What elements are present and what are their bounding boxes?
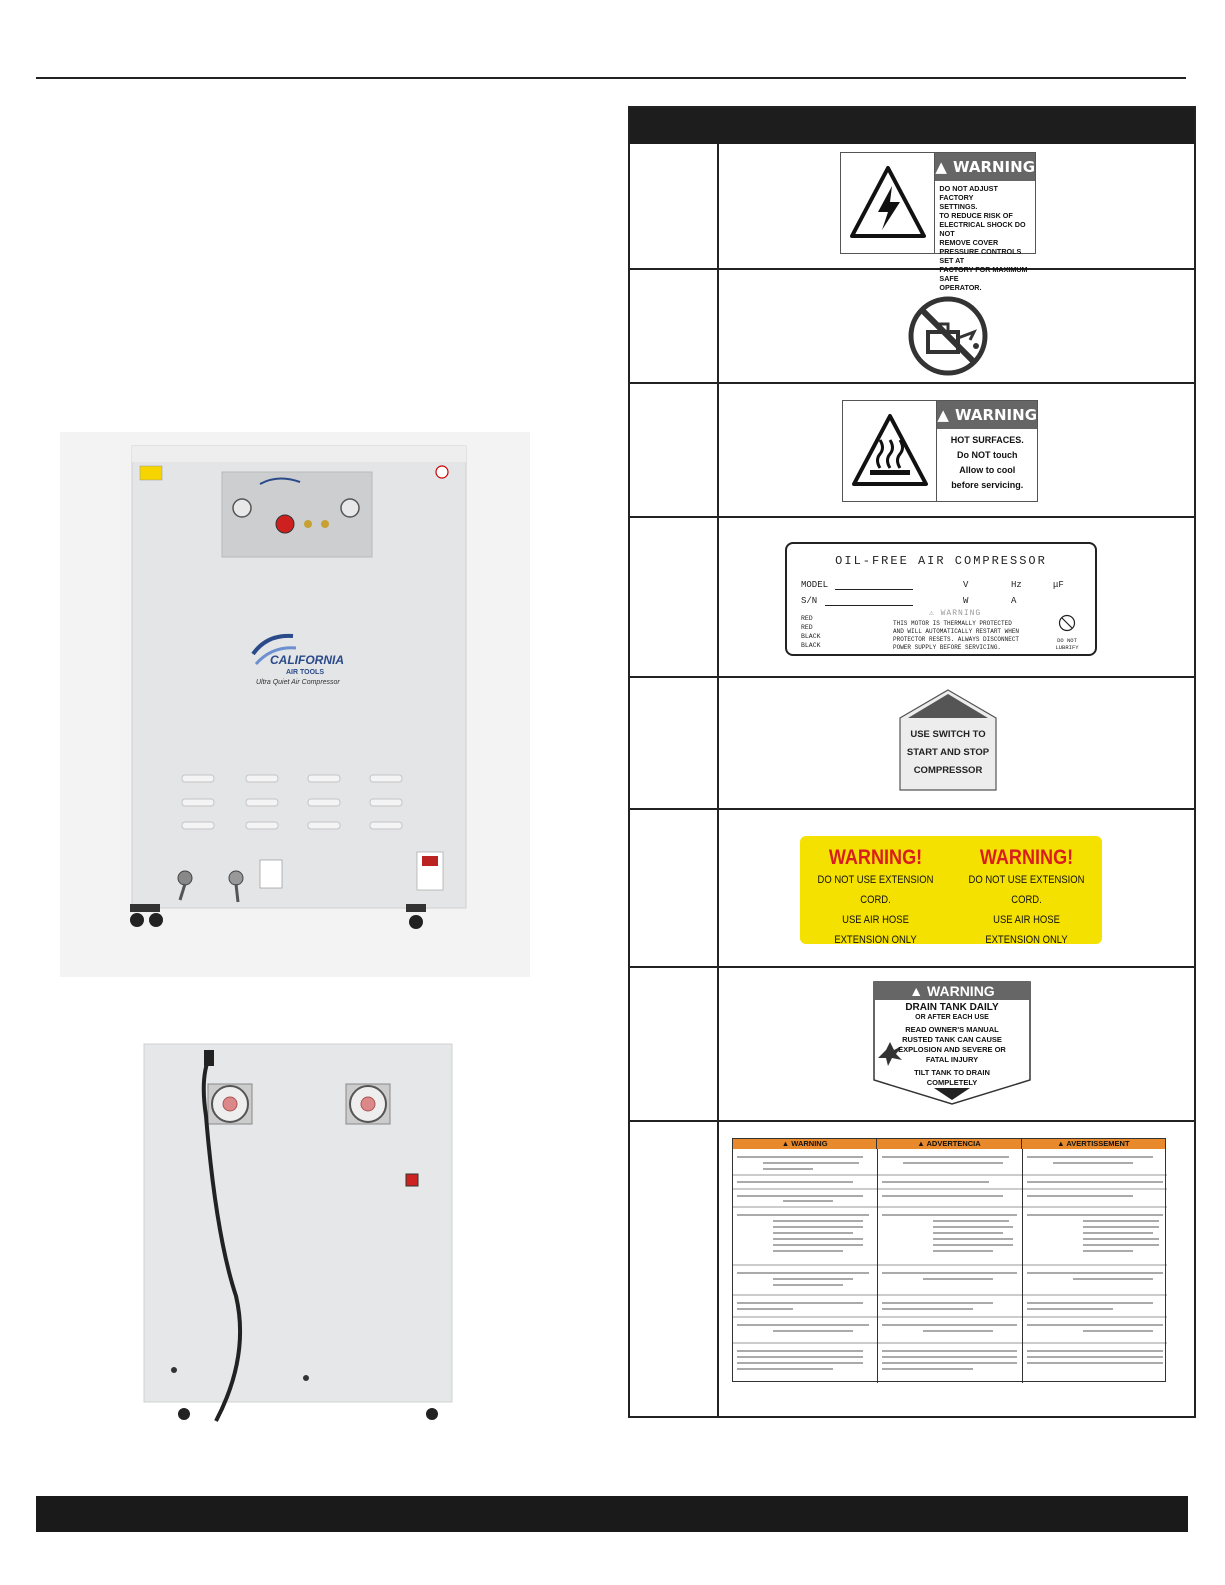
- sn-line: [825, 605, 913, 606]
- drain-line: READ OWNER'S MANUAL: [905, 1025, 999, 1034]
- hot-surface-line: before servicing.: [951, 480, 1024, 490]
- fan-left: [207, 1083, 253, 1125]
- row-divider: [630, 382, 1194, 384]
- wire-label: RED: [801, 615, 813, 622]
- hot-surface-line: Do NOT touch: [956, 450, 1018, 460]
- drain-line: OR AFTER EACH USE: [915, 1014, 989, 1021]
- pressure-warning-heading: ▲WARNING: [935, 153, 1035, 181]
- hot-surface-decal: ▲WARNING HOT SURFACES. Do NOT touch Allo…: [842, 400, 1038, 502]
- switch-line: COMPRESSOR: [913, 765, 983, 776]
- pressure-warning-line: TO REDUCE RISK OF: [939, 211, 1013, 220]
- switch-line: USE SWITCH TO: [910, 729, 986, 740]
- wire-label: BLACK: [801, 633, 821, 640]
- model-line: [835, 589, 913, 590]
- footer-bar: [36, 1496, 1188, 1532]
- table-header: [630, 108, 1194, 144]
- front-product-photo: CALIFORNIA AIR TOOLS Ultra Quiet Air Com…: [60, 432, 530, 977]
- pressure-warning-line: OPERATOR.: [939, 283, 982, 292]
- trilingual-heading-en: ▲ WARNING: [733, 1139, 878, 1149]
- front-brand-name: CALIFORNIA: [270, 653, 344, 667]
- rating-warning-word: ⚠ WARNING: [929, 609, 982, 618]
- extension-heading: WARNING!: [979, 846, 1074, 869]
- rating-plate-title: OIL-FREE AIR COMPRESSOR: [835, 554, 1047, 568]
- hot-surface-icon: [851, 414, 928, 486]
- no-oil-decal: [906, 294, 990, 378]
- drain-line: COMPLETELY: [926, 1078, 978, 1087]
- motor-line: POWER SUPPLY BEFORE SERVICING.: [893, 644, 1002, 651]
- do-not-label: DO NOT: [1057, 637, 1077, 644]
- model-label: MODEL: [801, 580, 829, 590]
- pressure-warning-line: ELECTRICAL SHOCK DO NOT: [939, 220, 1026, 238]
- extension-line: USE AIR HOSE: [993, 914, 1060, 926]
- row-divider: [630, 966, 1194, 968]
- pressure-warning-decal: ▲WARNING DO NOT ADJUST FACTORY SETTINGS.…: [840, 152, 1036, 292]
- pressure-warning-line: REMOVE COVER: [939, 238, 999, 247]
- row-divider: [630, 1120, 1194, 1122]
- safety-label-table: ▲WARNING DO NOT ADJUST FACTORY SETTINGS.…: [628, 106, 1196, 1418]
- lubrify-label: LUBRIFY: [1055, 644, 1079, 651]
- extension-line: EXTENSION ONLY: [985, 934, 1068, 946]
- trilingual-warning-decal: ▲ WARNING ▲ ADVERTENCIA ▲ AVERTISSEMENT: [732, 1138, 1167, 1383]
- row-divider: [630, 808, 1194, 810]
- row-divider: [630, 516, 1194, 518]
- sn-label: S/N: [801, 596, 818, 606]
- drain-line: RUSTED TANK CAN CAUSE: [902, 1035, 1002, 1044]
- fan-right: [345, 1083, 391, 1125]
- trilingual-heading-fr: ▲ AVERTISSEMENT: [1021, 1139, 1165, 1149]
- wire-label: RED: [801, 624, 813, 631]
- warning-triangle-icon: ▲: [909, 983, 928, 999]
- wire-label: BLACK: [801, 642, 821, 649]
- rating-plate-decal: OIL-FREE AIR COMPRESSOR MODEL S/N V Hz μ…: [785, 542, 1097, 656]
- no-lubricate-icon: [1058, 614, 1076, 632]
- hot-surface-line: Allow to cool: [959, 465, 1016, 475]
- hot-surface-line: HOT SURFACES.: [950, 435, 1024, 445]
- warning-triangle-icon: ▲: [937, 406, 949, 424]
- switch-decal-shape: [899, 689, 997, 791]
- pressure-warning-line: DO NOT ADJUST FACTORY: [939, 184, 998, 202]
- front-tagline: Ultra Quiet Air Compressor: [256, 679, 340, 686]
- extension-line: DO NOT USE EXTENSION CORD.: [817, 874, 934, 906]
- extension-line: USE AIR HOSE: [842, 914, 909, 926]
- warning-triangle-icon: ▲: [935, 158, 947, 176]
- rear-product-photo: [120, 1034, 480, 1432]
- table-column-divider: [717, 144, 719, 1418]
- top-rule: [36, 77, 1186, 79]
- extension-cord-decal: WARNING! DO NOT USE EXTENSION CORD. USE …: [800, 836, 1102, 946]
- hz-label: Hz: [1011, 580, 1022, 590]
- extension-heading: WARNING!: [828, 846, 923, 869]
- uf-label: μF: [1053, 580, 1064, 590]
- drain-heading: ▲ WARNING: [909, 983, 995, 999]
- motor-line: THIS MOTOR IS THERMALLY PROTECTED: [893, 620, 1012, 627]
- drain-line: TILT TANK TO DRAIN: [914, 1068, 990, 1077]
- row-divider: [630, 676, 1194, 678]
- extension-line: EXTENSION ONLY: [834, 934, 917, 946]
- motor-line: AND WILL AUTOMATICALLY RESTART WHEN: [893, 628, 1020, 635]
- trilingual-fine-print: [733, 1149, 1167, 1383]
- pressure-warning-line: PRESSURE CONTROLS SET AT: [939, 247, 1022, 265]
- no-oil-icon: [908, 296, 988, 376]
- drain-line: DRAIN TANK DAILY: [905, 1002, 999, 1013]
- switch-decal: USE SWITCH TO START AND STOP COMPRESSOR: [896, 688, 1000, 792]
- electric-shock-icon: [849, 166, 926, 238]
- drain-tank-decal: ▲ WARNING DRAIN TANK DAILY OR AFTER EACH…: [872, 980, 1032, 1106]
- front-brand-sub: AIR TOOLS: [286, 669, 324, 676]
- v-label: V: [963, 580, 969, 590]
- pressure-warning-line: SETTINGS.: [939, 202, 978, 211]
- hot-surface-heading: ▲WARNING: [937, 401, 1037, 429]
- drain-line: FATAL INJURY: [925, 1055, 979, 1064]
- drain-decal-shape: [873, 981, 1031, 1105]
- switch-line: START AND STOP: [906, 747, 990, 758]
- trilingual-heading-es: ▲ ADVERTENCIA: [877, 1139, 1022, 1149]
- row-divider: [630, 268, 1194, 270]
- motor-line: PROTECTOR RESETS. ALWAYS DISCONNECT: [893, 636, 1020, 643]
- w-label: W: [963, 596, 969, 606]
- extension-line: DO NOT USE EXTENSION CORD.: [968, 874, 1085, 906]
- drain-line: EXPLOSION AND SEVERE OR: [898, 1045, 1006, 1054]
- a-label: A: [1011, 596, 1017, 606]
- pressure-warning-line: FACTORY FOR MAXIMUM SAFE: [939, 265, 1028, 283]
